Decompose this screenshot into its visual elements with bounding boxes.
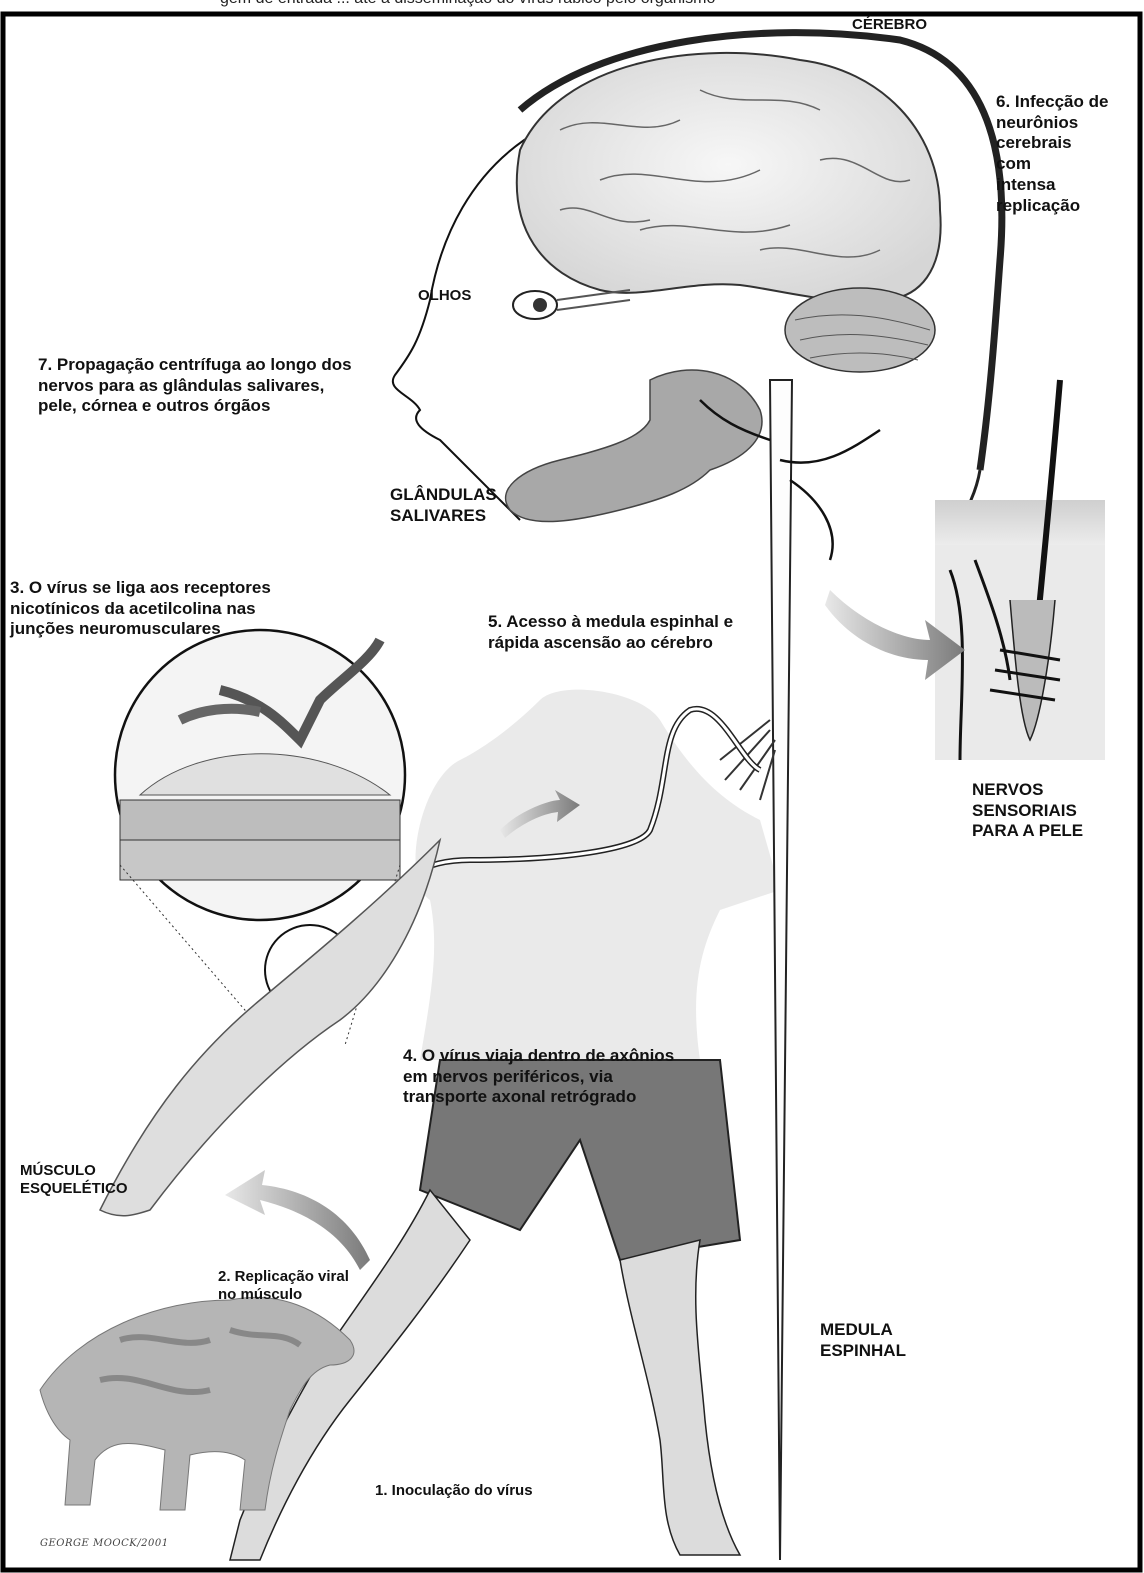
label-medula-line-2: ESPINHAL bbox=[820, 1341, 906, 1362]
step-1-text: 1. Inoculação do vírus bbox=[375, 1482, 533, 1500]
label-olhos: OLHOS bbox=[418, 287, 471, 305]
cerebellum bbox=[785, 288, 935, 372]
step-4-text: 4. O vírus viaja dentro de axônios em ne… bbox=[403, 1046, 674, 1108]
step-3-text: 3. O vírus se liga aos receptores nicotí… bbox=[10, 578, 271, 640]
label-nervos-line-2: SENSORIAIS bbox=[972, 801, 1083, 822]
step-6-line-2: neurônios bbox=[996, 113, 1108, 134]
step-6-line-4: com bbox=[996, 154, 1108, 175]
step-3-line-2: nicotínicos da acetilcolina nas bbox=[10, 599, 271, 620]
brain bbox=[517, 53, 941, 301]
label-cerebro: CÉREBRO bbox=[852, 16, 927, 34]
step-3-line-3: junções neuromusculares bbox=[10, 619, 271, 640]
step-6-line-3: cerebrais bbox=[996, 133, 1108, 154]
step-5-line-1: 5. Acesso à medula espinhal e bbox=[488, 612, 733, 633]
step-3-line-1: 3. O vírus se liga aos receptores bbox=[10, 578, 271, 599]
step-6-line-6: replicação bbox=[996, 196, 1108, 217]
arrow-muscle bbox=[225, 1170, 370, 1270]
step-4-line-3: transporte axonal retrógrado bbox=[403, 1087, 674, 1108]
header-fragment: gem de entrada ... até a disseminação do… bbox=[220, 0, 715, 8]
body-silhouette bbox=[416, 690, 780, 1060]
label-medula-espinhal: MEDULA ESPINHAL bbox=[820, 1320, 906, 1361]
label-musculo-esqueletico: MÚSCULO ESQUELÉTICO bbox=[20, 1162, 128, 1199]
step-5-text: 5. Acesso à medula espinhal e rápida asc… bbox=[488, 612, 733, 653]
label-glandulas-line-2: SALIVARES bbox=[390, 506, 497, 527]
step-6-line-5: intensa bbox=[996, 175, 1108, 196]
label-nervos-line-1: NERVOS bbox=[972, 780, 1083, 801]
salivary-glands bbox=[506, 370, 762, 522]
step-7-text: 7. Propagação centrífuga ao longo dos ne… bbox=[38, 355, 352, 417]
label-nervos-line-3: PARA A PELE bbox=[972, 821, 1083, 842]
step-4-line-2: em nervos periféricos, via bbox=[403, 1067, 674, 1088]
label-glandulas-salivares: GLÂNDULAS SALIVARES bbox=[390, 485, 497, 526]
step-6-line-1: 6. Infecção de bbox=[996, 92, 1108, 113]
artist-signature: GEORGE MOOCK/2001 bbox=[40, 1538, 169, 1549]
right-leg bbox=[620, 1240, 740, 1555]
step-7-line-1: 7. Propagação centrífuga ao longo dos bbox=[38, 355, 352, 376]
label-glandulas-line-1: GLÂNDULAS bbox=[390, 485, 497, 506]
step-7-line-3: pele, córnea e outros órgãos bbox=[38, 396, 352, 417]
step-7-line-2: nervos para as glândulas salivares, bbox=[38, 376, 352, 397]
spinal-cord bbox=[770, 380, 792, 1560]
label-musculo-line-1: MÚSCULO bbox=[20, 1162, 128, 1180]
label-musculo-line-2: ESQUELÉTICO bbox=[20, 1180, 128, 1198]
step-4-line-1: 4. O vírus viaja dentro de axônios bbox=[403, 1046, 674, 1067]
label-nervos-sensoriais: NERVOS SENSORIAIS PARA A PELE bbox=[972, 780, 1083, 842]
label-medula-line-1: MEDULA bbox=[820, 1320, 906, 1341]
step-2-line-2: no músculo bbox=[218, 1286, 349, 1304]
step-2-line-1: 2. Replicação viral bbox=[218, 1268, 349, 1286]
step-5-line-2: rápida ascensão ao cérebro bbox=[488, 633, 733, 654]
step-6-text: 6. Infecção de neurônios cerebrais com i… bbox=[996, 92, 1108, 216]
step-2-text: 2. Replicação viral no músculo bbox=[218, 1268, 349, 1305]
